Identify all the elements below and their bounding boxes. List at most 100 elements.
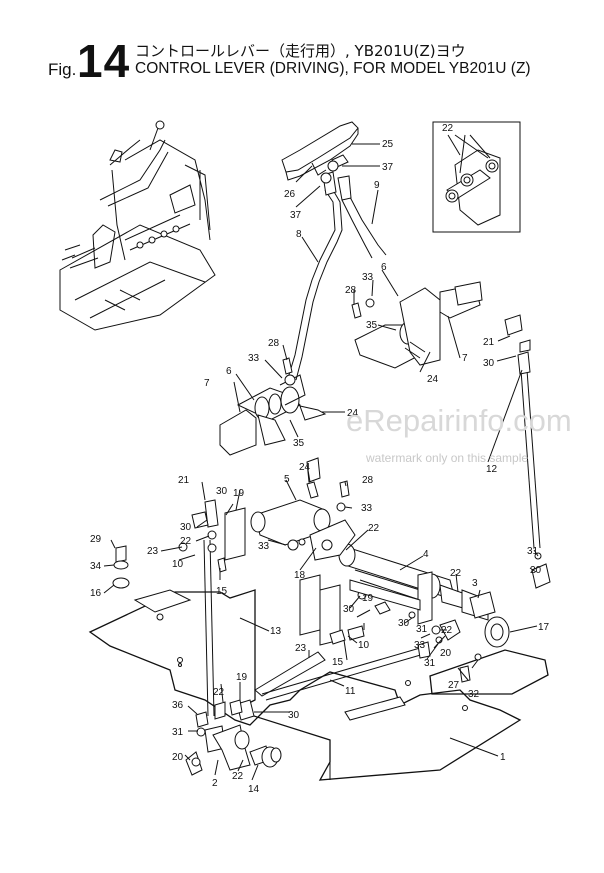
callout-33: 33 (248, 353, 260, 364)
callout-30: 30 (483, 358, 495, 369)
callout-7: 7 (462, 353, 468, 364)
leader-lines (103, 134, 539, 781)
callout-31: 31 (527, 546, 539, 557)
callout-18: 18 (294, 570, 306, 581)
callout-32: 32 (468, 689, 480, 700)
callout-35: 35 (293, 438, 305, 449)
callout-14: 14 (248, 784, 260, 795)
callout-30: 30 (398, 618, 410, 629)
callout-19: 19 (362, 593, 374, 604)
callout-20: 20 (172, 752, 184, 763)
callout-29: 29 (90, 534, 102, 545)
callout-3: 3 (472, 578, 478, 589)
callout-22: 22 (441, 625, 453, 636)
right-shaft-assembly (354, 281, 523, 369)
callout-13: 13 (270, 626, 282, 637)
callout-37: 37 (382, 162, 394, 173)
callout-35: 35 (366, 320, 378, 331)
callout-31: 31 (424, 658, 436, 669)
callout-9: 9 (374, 180, 380, 191)
rod-part-9 (337, 175, 387, 259)
callout-23: 23 (295, 643, 307, 654)
callout-30: 30 (180, 522, 192, 533)
callout-37: 37 (290, 210, 302, 221)
callout-28: 28 (345, 285, 357, 296)
callout-23: 23 (147, 546, 159, 557)
lever-grip (281, 121, 359, 181)
callout-15: 15 (332, 657, 344, 668)
callout-25: 25 (382, 139, 394, 150)
callout-2: 2 (212, 778, 218, 789)
callout-6: 6 (226, 366, 232, 377)
callout-7: 7 (204, 378, 210, 389)
callout-28: 28 (268, 338, 280, 349)
shaft-part-5-assembly (191, 499, 331, 561)
callout-28: 28 (362, 475, 374, 486)
rod-part-13 (203, 539, 215, 717)
figure-number: 14 (77, 35, 131, 87)
figure-title-english: CONTROL LEVER (DRIVING), FOR MODEL YB201… (135, 60, 531, 77)
bracket-plates-part-22 (299, 569, 433, 646)
callout-4: 4 (423, 549, 429, 560)
callout-11: 11 (345, 686, 356, 697)
callout-30: 30 (216, 486, 228, 497)
callout-10: 10 (172, 559, 184, 570)
callout-30: 30 (288, 710, 300, 721)
callout-24: 24 (299, 462, 311, 473)
left-shaft-assembly (219, 374, 327, 456)
callout-33: 33 (414, 640, 426, 651)
callout-22: 22 (213, 687, 225, 698)
figure-prefix: Fig. (48, 60, 77, 79)
callout-numbers: 25 37 26 37 9 8 22 6 33 28 35 24 7 21 30… (90, 123, 550, 795)
rod-part-8 (287, 171, 343, 381)
callout-33: 33 (361, 503, 373, 514)
callout-21: 21 (483, 337, 495, 348)
rod-end-part-20-lower (185, 751, 203, 776)
callout-33: 33 (258, 541, 270, 552)
callout-17: 17 (538, 622, 550, 633)
callout-36: 36 (172, 700, 184, 711)
callout-22: 22 (180, 536, 192, 547)
fasteners (112, 160, 551, 737)
figure-header: Fig. 14 コントロールレバー（走行用）, YB201U(Z)ヨウ CONT… (0, 0, 604, 90)
machine-overview-sketch (59, 120, 216, 331)
callout-34: 34 (90, 561, 102, 572)
detail-inset-box (432, 121, 521, 233)
callout-27: 27 (448, 680, 460, 691)
watermark-subtext: watermark only on this sample (366, 451, 529, 465)
callout-19: 19 (233, 488, 245, 499)
callout-31: 31 (416, 624, 428, 635)
callout-24: 24 (347, 408, 359, 419)
rod-part-12 (517, 351, 541, 549)
callout-16: 16 (90, 588, 102, 599)
floor-plate-part-1 (88, 589, 522, 781)
callout-24: 24 (427, 374, 439, 385)
callout-26: 26 (284, 189, 296, 200)
bracket-part-18 (309, 519, 356, 561)
callout-12: 12 (486, 464, 498, 475)
callout-1: 1 (500, 752, 506, 763)
callout-20: 20 (530, 565, 542, 576)
callout-5: 5 (284, 474, 290, 485)
lower-lever-part-2 (204, 699, 255, 771)
floor-plate-right (429, 649, 549, 695)
callout-31: 31 (172, 727, 184, 738)
callout-33: 33 (362, 272, 374, 283)
callout-8: 8 (296, 229, 302, 240)
callout-10: 10 (358, 640, 370, 651)
callout-20: 20 (440, 648, 452, 659)
callout-22: 22 (232, 771, 244, 782)
callout-15: 15 (216, 586, 228, 597)
callout-22: 22 (368, 523, 380, 534)
callout-19: 19 (236, 672, 248, 683)
callout-22: 22 (442, 123, 454, 134)
figure-title-japanese: コントロールレバー（走行用）, YB201U(Z)ヨウ (135, 42, 466, 60)
pin-part-14 (249, 745, 282, 768)
callout-30: 30 (343, 604, 355, 615)
callout-6: 6 (381, 262, 387, 273)
callout-21: 21 (178, 475, 190, 486)
rod-part-11 (254, 641, 431, 701)
callout-22: 22 (450, 568, 462, 579)
watermark-text: eRepairinfo.com (346, 403, 572, 438)
